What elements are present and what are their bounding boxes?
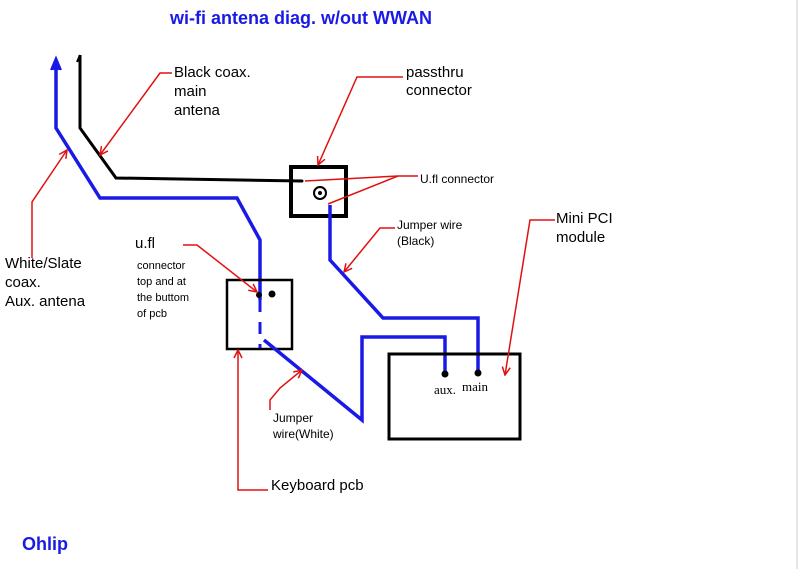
black-coax-callout [100,72,172,155]
mini-pci-main-port [474,369,482,377]
passthru-label: passthru connector [406,64,472,99]
signature: Ohlip [22,534,68,554]
passthru-callout [318,76,403,165]
jumper-white-callout [269,370,302,410]
white-coax-callout [31,150,67,258]
mini-pci-main-label: main [462,379,488,394]
ufl-label: u.fl [135,235,155,252]
passthru-port-dot [318,191,322,195]
passthru-connector-box [289,165,348,218]
passthru-port-ring [313,186,327,200]
keyboard-ufl-top-2 [268,290,276,298]
keyboard-pcb-box [225,278,294,351]
ufl-note-label: connector top and at the buttom of pcb [137,260,192,320]
mini-pci-label: Mini PCI module [556,210,617,246]
mini-pci-callout [505,219,555,375]
jumper-black-wire [328,205,480,372]
jumper-black-label: Jumper wire (Black) [397,218,466,248]
diagram-title: wi-fi antena diag. w/out WWAN [169,8,432,28]
black-coax-tip [76,54,81,63]
jumper-black-callout [344,227,395,272]
keyboard-ufl-top-1 [256,292,262,298]
ufl-callout-1 [304,175,418,182]
ufl-connector-label: U.fl connector [420,172,494,186]
passthru-ufl-point [300,179,304,183]
jumper-white-wire [262,335,447,424]
white-coax-label: White/Slate coax. Aux. antena [5,255,86,310]
aux-coax-arrowhead [50,55,62,71]
ufl-callout-2 [327,175,399,205]
black-coax-label: Black coax. main antena [174,64,255,119]
mini-pci-aux-label: aux. [434,382,456,397]
keyboard-pcb-label: Keyboard pcb [271,477,364,494]
mini-pci-module-box [387,352,522,441]
mini-pci-aux-port [441,370,449,378]
black-coax-wire [78,55,303,183]
aux-coax-wire [54,60,262,300]
keyboard-pcb-callout [238,350,268,491]
ufl-pcb-callout [183,244,257,292]
jumper-white-label: Jumper wire(White) [272,411,334,441]
